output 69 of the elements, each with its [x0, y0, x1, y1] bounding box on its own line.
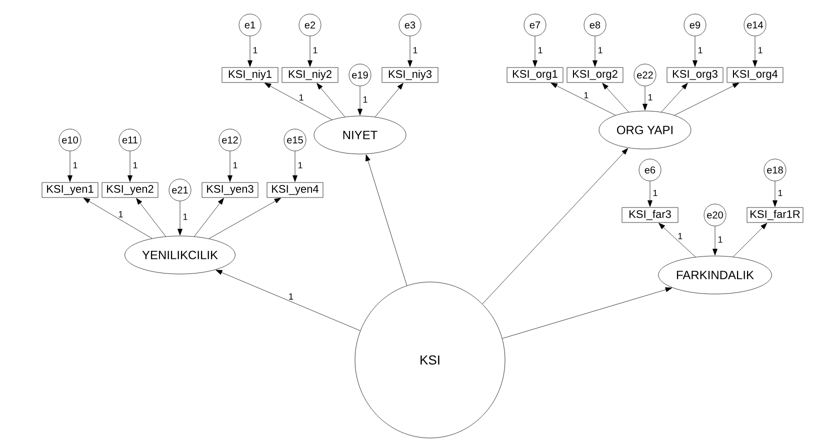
edge-label: 1: [288, 292, 294, 300]
variable-box: KSI_yen2: [102, 182, 158, 198]
arrow: [712, 226, 718, 256]
arrow: [752, 36, 758, 67]
edge-label: 1: [677, 232, 684, 240]
variable-box: KSI_yen4: [266, 182, 324, 198]
arrow: [602, 82, 629, 112]
arrow: [532, 36, 538, 67]
variable-box: KSI_org1: [506, 67, 564, 83]
arrow: [502, 287, 672, 339]
variable-box: KSI_far1R: [746, 207, 804, 223]
arrow: [292, 151, 298, 182]
arrow: [308, 36, 312, 67]
edge-label: 1: [118, 210, 124, 218]
arrow: [216, 270, 360, 331]
arrow: [661, 82, 688, 112]
variable-box: KSI_niy2: [282, 67, 338, 83]
edge-label: 1: [647, 94, 654, 101]
edge-label: 1: [717, 236, 724, 244]
arrow: [592, 36, 598, 67]
arrow: [642, 86, 648, 110]
arrow: [83, 198, 152, 239]
variable-box: KSI_org2: [566, 67, 624, 83]
edge-label: 1: [597, 46, 604, 54]
variable-box: KSI_yen1: [42, 182, 98, 198]
arrow: [366, 154, 408, 286]
arrow: [264, 82, 332, 120]
variable-box: KSI_niy1: [222, 67, 278, 83]
edge-label: 1: [232, 162, 238, 169]
edge-label: 1: [583, 92, 590, 99]
arrow: [228, 151, 232, 182]
edge-label: 1: [298, 94, 304, 102]
edge-label: 1: [757, 46, 764, 54]
arrow: [358, 86, 362, 116]
arrow: [178, 201, 182, 236]
arrow: [208, 198, 282, 239]
variable-box: KSI_org3: [666, 67, 724, 83]
variable-box: KSI_far3: [622, 207, 678, 223]
arrow: [550, 82, 616, 116]
edge-label: 1: [72, 162, 78, 169]
variable-box: KSI_org4: [726, 67, 784, 83]
edge-label: 1: [312, 46, 318, 54]
edge-label: 1: [182, 213, 188, 220]
edge-label: 1: [537, 46, 544, 54]
edge-label: 1: [362, 96, 368, 104]
arrow: [772, 181, 778, 207]
arrow: [374, 82, 404, 118]
arrow: [408, 36, 412, 67]
edge-label: 1: [252, 46, 258, 54]
variable-box: KSI_niy3: [382, 67, 438, 83]
edge-label: 1: [777, 189, 784, 197]
arrow: [733, 222, 768, 258]
edge-label: 1: [132, 162, 138, 169]
arrow: [316, 82, 346, 118]
arrow: [136, 198, 166, 237]
edge-label: 1: [297, 162, 304, 169]
arrow: [128, 151, 132, 182]
arrow: [674, 82, 740, 116]
edge-label: 1: [412, 46, 418, 54]
variable-box: KSI_yen3: [202, 182, 258, 198]
edge-label: 1: [652, 189, 658, 197]
arrow: [248, 36, 252, 67]
arrow: [692, 36, 698, 67]
arrow: [648, 181, 652, 207]
arrow: [658, 222, 696, 258]
arrow: [68, 151, 72, 182]
edge-label: 1: [697, 46, 704, 54]
arrow: [482, 148, 628, 304]
arrow: [194, 198, 224, 237]
